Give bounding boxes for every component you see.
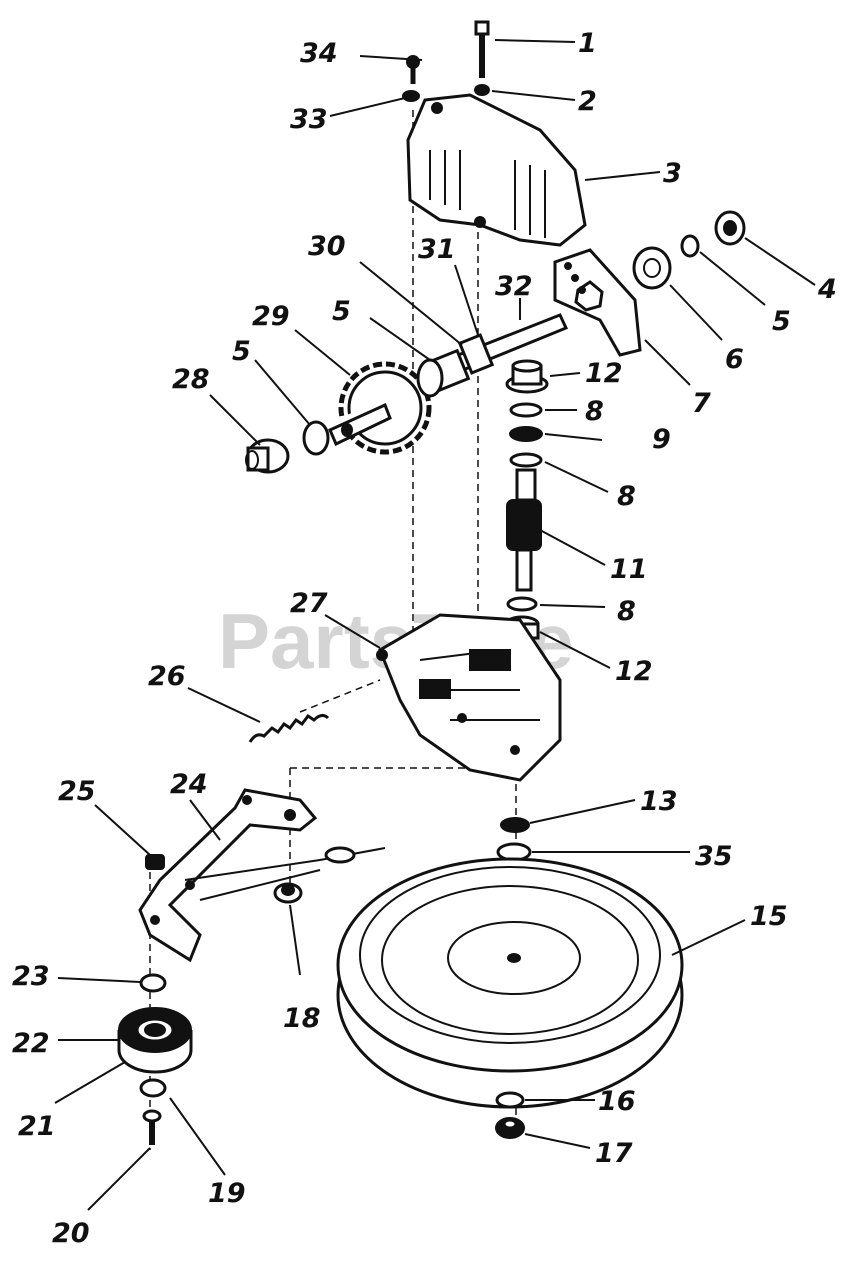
callout-12-upper: 12 — [585, 358, 623, 389]
callout-17: 17 — [595, 1138, 633, 1169]
callout-9: 9 — [652, 424, 671, 455]
plate-7 — [553, 248, 642, 357]
callout-34: 34 — [300, 38, 338, 69]
washer-5-right — [680, 234, 700, 258]
callout-5-right: 5 — [772, 306, 791, 337]
callout-5-left: 5 — [232, 336, 251, 367]
washer-13 — [500, 817, 530, 833]
bolt-18 — [273, 882, 303, 904]
bearing-6 — [632, 246, 672, 290]
callout-29: 29 — [252, 301, 290, 332]
bolt-20 — [142, 1109, 162, 1145]
callout-31: 31 — [418, 234, 456, 265]
callout-7: 7 — [692, 388, 711, 419]
leader-lines — [54, 39, 816, 1211]
bearing-28 — [245, 438, 290, 474]
spring-26 — [248, 713, 330, 743]
gear-29 — [297, 361, 432, 455]
shaft-32 — [418, 313, 569, 394]
washer-19 — [139, 1078, 167, 1098]
callout-8-bottom: 8 — [617, 596, 636, 627]
washer-8-middle — [509, 452, 543, 468]
washer-33 — [402, 90, 420, 102]
callout-20: 20 — [52, 1218, 90, 1249]
callout-8-top: 8 — [585, 396, 604, 427]
bolt-1 — [474, 20, 490, 78]
upper-gear-housing — [406, 93, 587, 247]
callout-labels: 1 2 3 4 5 5 5 6 7 8 8 8 9 11 12 12 13 15… — [12, 28, 837, 1249]
washer-8-top — [509, 402, 543, 418]
callout-11: 11 — [610, 554, 648, 585]
callout-22: 22 — [12, 1028, 50, 1059]
callout-33: 33 — [290, 104, 328, 135]
washer-2 — [474, 84, 490, 96]
callout-19: 19 — [208, 1178, 246, 1209]
callout-2: 2 — [578, 86, 597, 117]
washer-16 — [495, 1091, 525, 1109]
callout-16: 16 — [598, 1086, 636, 1117]
callout-5-center: 5 — [332, 296, 351, 327]
callout-12-lower: 12 — [615, 656, 653, 687]
washer-5-center — [416, 358, 444, 398]
callout-3: 3 — [663, 158, 682, 189]
washer-8-bottom — [506, 596, 538, 612]
nut-17 — [495, 1117, 525, 1139]
callout-26: 26 — [148, 661, 186, 692]
callout-27: 27 — [290, 588, 328, 619]
lower-gear-housing — [376, 613, 562, 782]
idler-pulley-21 — [117, 1007, 193, 1074]
callout-32: 32 — [495, 271, 533, 302]
callout-25: 25 — [58, 776, 96, 807]
callout-30: 30 — [308, 231, 346, 262]
drive-pulley-15 — [336, 857, 684, 1109]
bushing-12-upper — [505, 359, 549, 394]
callout-15: 15 — [750, 901, 788, 932]
washer-5-left — [302, 420, 330, 456]
nut-4 — [714, 210, 746, 246]
callout-24: 24 — [170, 769, 208, 800]
callout-4: 4 — [817, 274, 837, 305]
callout-23: 23 — [12, 961, 50, 992]
worm-shaft-11 — [506, 468, 542, 592]
callout-35: 35 — [695, 841, 733, 872]
callout-18: 18 — [283, 1003, 321, 1034]
callout-13: 13 — [640, 786, 678, 817]
bearing-9 — [509, 426, 543, 442]
callout-8-middle: 8 — [617, 481, 636, 512]
lever-arm-24 — [138, 788, 386, 963]
callout-6: 6 — [725, 344, 744, 375]
callout-28: 28 — [172, 364, 210, 395]
callout-21: 21 — [18, 1111, 56, 1142]
washer-23 — [139, 973, 167, 993]
callout-1: 1 — [578, 28, 597, 59]
nut-25 — [145, 854, 165, 870]
